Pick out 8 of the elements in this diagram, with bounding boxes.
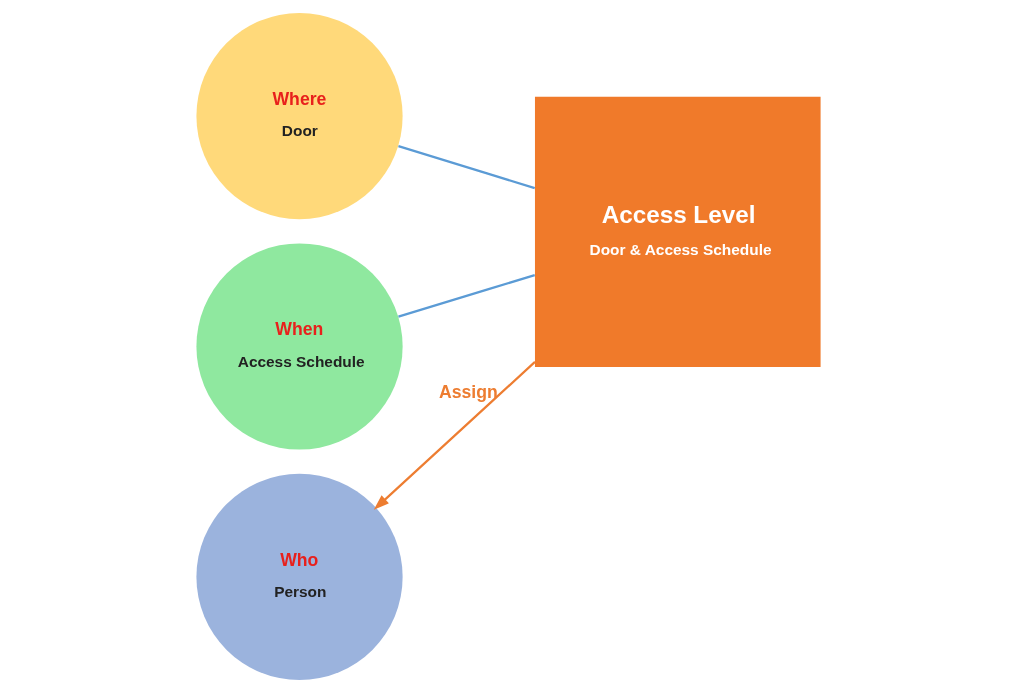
- node-circle: Who Person: [196, 473, 403, 681]
- node-circle: When Access Schedule: [196, 243, 403, 450]
- node-circle: Where Door: [196, 12, 403, 220]
- arrow: [373, 361, 536, 510]
- connector: [398, 145, 536, 190]
- node-box: Access Level Door & Access Schedule: [534, 96, 821, 367]
- connector: [398, 274, 536, 318]
- edge-label: Assign: [439, 382, 498, 403]
